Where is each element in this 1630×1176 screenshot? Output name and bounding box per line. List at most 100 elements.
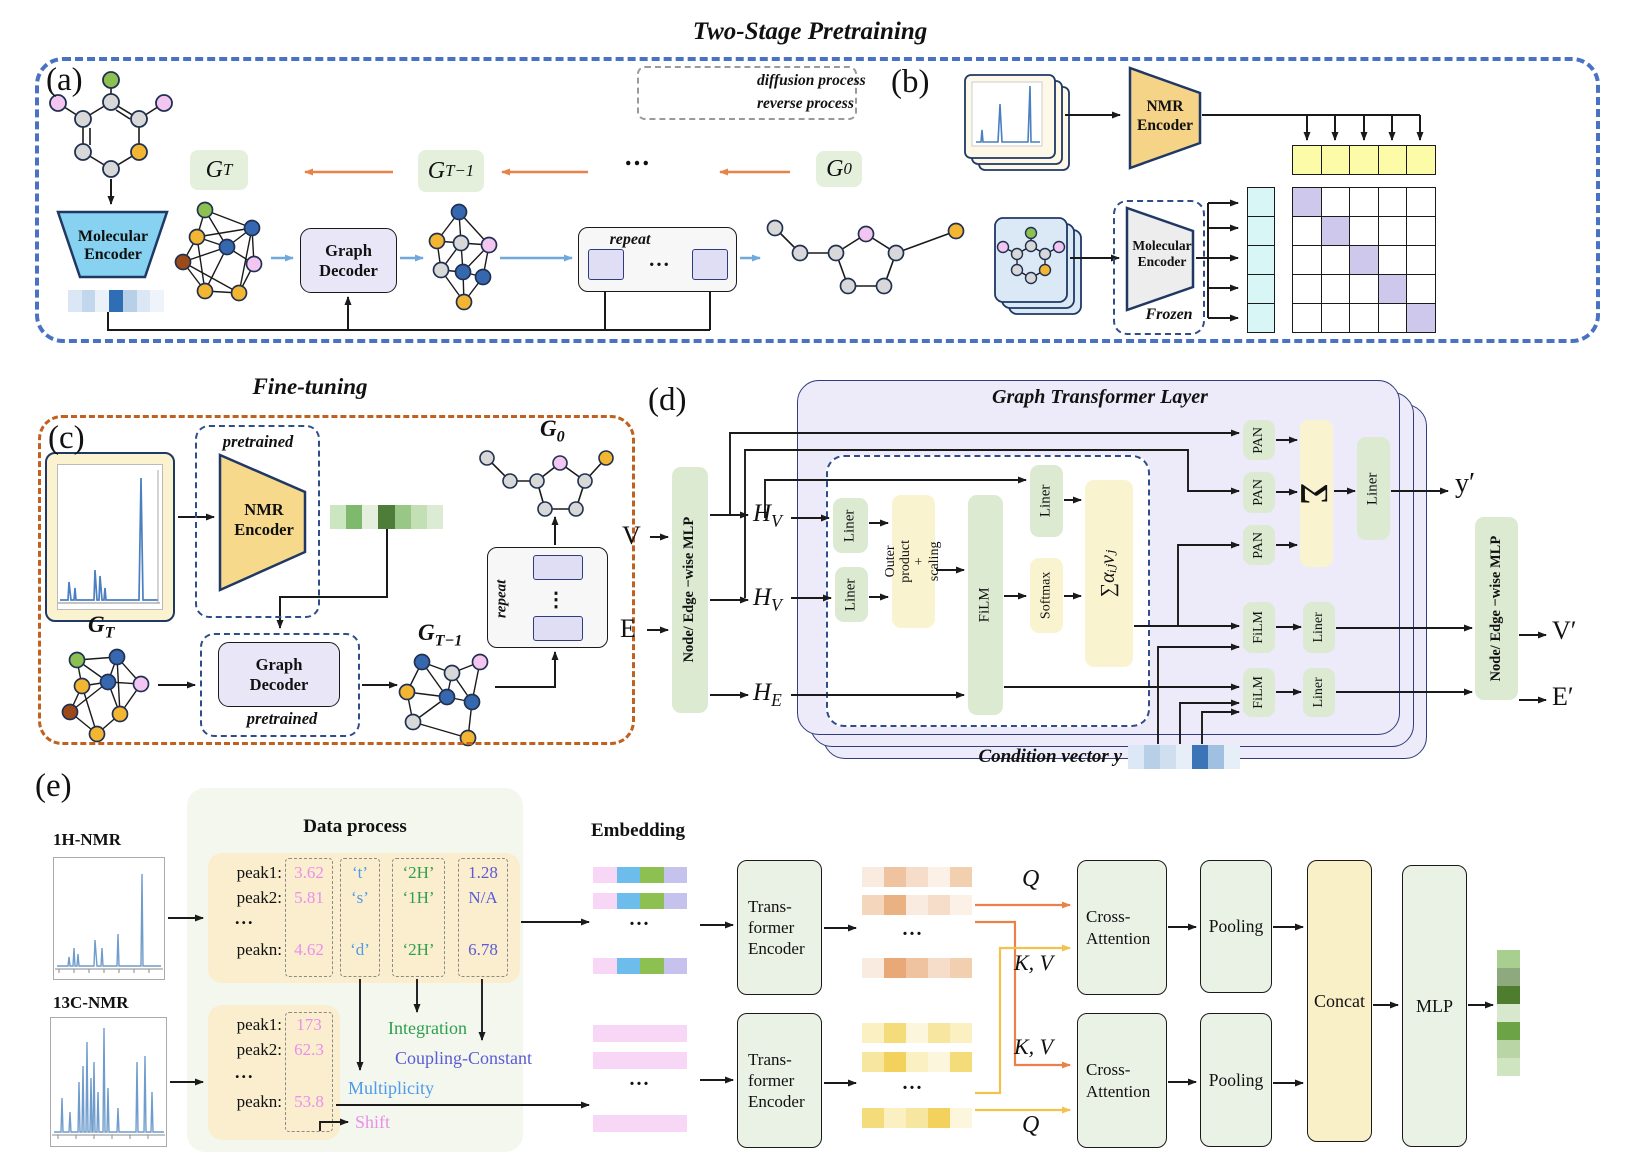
cell bbox=[1247, 274, 1275, 304]
liner-e-box: Liner bbox=[1303, 668, 1335, 717]
cell bbox=[906, 1052, 928, 1072]
cell bbox=[68, 290, 82, 312]
c13-token-row-n bbox=[862, 1108, 972, 1128]
concat-box: Concat bbox=[1307, 860, 1372, 1142]
h1-peakn-integ: ‘2H’ bbox=[402, 940, 435, 959]
matrix-cell bbox=[1349, 216, 1379, 246]
pretrained-encoder-frame-c bbox=[195, 425, 320, 618]
q-top-label: Q bbox=[1022, 866, 1040, 892]
cell bbox=[593, 867, 617, 883]
shift-column-13c bbox=[285, 1012, 333, 1132]
cell bbox=[426, 505, 443, 529]
cell bbox=[593, 958, 617, 974]
cell bbox=[616, 893, 640, 909]
cell bbox=[378, 505, 395, 529]
h1-peak2-coup: N/A bbox=[468, 888, 498, 907]
legend-reverse-label: reverse process bbox=[757, 95, 854, 112]
c13-embedding-bar-1 bbox=[593, 1025, 687, 1042]
h1-nmr-label: 1H-NMR bbox=[53, 830, 121, 849]
h1-peak1-label: peak1: bbox=[236, 863, 282, 882]
cell bbox=[150, 290, 165, 312]
contrastive-matrix-b bbox=[1292, 187, 1436, 333]
nmr-encoder-label-b: NMR Encoder bbox=[1137, 98, 1193, 134]
cell bbox=[906, 867, 928, 887]
h1-peak2-label: peak2: bbox=[236, 888, 282, 907]
cell bbox=[1247, 245, 1275, 275]
pooling-box-2: Pooling bbox=[1200, 1013, 1272, 1147]
repeat-step-box-c2 bbox=[533, 616, 583, 641]
cell bbox=[1320, 145, 1351, 175]
kv-top-label: K, V bbox=[1014, 950, 1054, 975]
h1-token-row-2 bbox=[862, 895, 972, 915]
cell bbox=[616, 958, 640, 974]
c13-embedding-ellipsis: ... bbox=[629, 1068, 651, 1090]
cell bbox=[394, 505, 411, 529]
h1-embedding-bar-1 bbox=[593, 867, 687, 883]
kv-bottom-label: K, V bbox=[1014, 1034, 1054, 1059]
shift-annotation: Shift bbox=[355, 1112, 391, 1132]
softmax-box: Softmax bbox=[1030, 558, 1063, 633]
matrix-cell bbox=[1406, 216, 1436, 246]
cell bbox=[1497, 1004, 1520, 1022]
transformer-encoder-box-1: Trans- former Encoder bbox=[737, 860, 822, 995]
hv1-label: HV bbox=[753, 500, 782, 531]
h1-peakn-shift: 4.62 bbox=[294, 940, 324, 959]
c13-spectrum-plot bbox=[50, 1017, 167, 1147]
matrix-cell bbox=[1320, 187, 1351, 217]
c13-peakn-label: peakn: bbox=[236, 1092, 282, 1111]
cell bbox=[884, 867, 906, 887]
cell bbox=[1224, 745, 1240, 769]
h1-peak2-shift: 5.81 bbox=[294, 888, 324, 907]
mlp-box: MLP bbox=[1402, 865, 1467, 1147]
cell bbox=[906, 958, 928, 978]
cell bbox=[640, 958, 664, 974]
c13-peaks-ellipsis: ... bbox=[235, 1062, 255, 1082]
condition-vector-label: Condition vector y bbox=[978, 746, 1122, 767]
panel-e-label: (e) bbox=[35, 768, 72, 804]
condition-vector-bar bbox=[1128, 745, 1240, 769]
integration-annotation: Integration bbox=[388, 1018, 467, 1038]
cell bbox=[928, 1023, 950, 1043]
c13-token-row-2 bbox=[862, 1052, 972, 1072]
cell bbox=[884, 1052, 906, 1072]
liner-y-box: Liner bbox=[1357, 437, 1390, 540]
cell bbox=[1497, 1058, 1520, 1076]
sum-box: ∑ bbox=[1300, 420, 1333, 567]
cell bbox=[1208, 745, 1224, 769]
matrix-cell bbox=[1349, 274, 1379, 304]
matrix-cell-diagonal bbox=[1292, 187, 1322, 217]
cell bbox=[663, 958, 687, 974]
h1-peakn-coup: 6.78 bbox=[468, 940, 498, 959]
matrix-cell-diagonal bbox=[1349, 245, 1379, 275]
cross-attention-box-1: Cross- Attention bbox=[1077, 860, 1167, 995]
diffusion-ellipsis-a: ... bbox=[624, 140, 652, 171]
cell bbox=[950, 1023, 972, 1043]
h1-peak1-mult: ‘t’ bbox=[351, 863, 369, 882]
c13-peakn-shift: 53.8 bbox=[294, 1092, 324, 1111]
h1-peak1-integ: ‘2H’ bbox=[402, 863, 435, 882]
cell bbox=[1497, 950, 1520, 968]
cell bbox=[1247, 216, 1275, 246]
c13-peaks-box bbox=[208, 1005, 340, 1140]
film-e-box: FiLM bbox=[1243, 668, 1275, 717]
v-input-label: V bbox=[622, 521, 641, 550]
pretrained-decoder-frame-c bbox=[200, 633, 360, 737]
matrix-cell bbox=[1349, 187, 1379, 217]
cell bbox=[1292, 145, 1322, 175]
integration-column-1h bbox=[392, 858, 445, 977]
matrix-cell bbox=[1406, 274, 1436, 304]
h1-peak1-coup: 1.28 bbox=[468, 863, 498, 882]
cell bbox=[928, 867, 950, 887]
nmr-encoder-label-c: NMR Encoder bbox=[234, 500, 294, 539]
legend-diffusion-label: diffusion process bbox=[757, 72, 866, 89]
molecular-encoder-label-a: Molecular Encoder bbox=[77, 227, 149, 263]
pan-box-1: PAN bbox=[1243, 420, 1275, 460]
molecule-embedding-bar-a bbox=[68, 290, 165, 312]
pan-box-3: PAN bbox=[1243, 525, 1275, 565]
h1-peak2-integ: ‘1H’ bbox=[402, 888, 435, 907]
matrix-cell bbox=[1292, 303, 1322, 333]
c13-token-ellipsis: ... bbox=[902, 1072, 924, 1094]
shift-column-1h bbox=[285, 858, 333, 977]
repeat-label-c: repeat bbox=[493, 579, 510, 619]
c13-peak1-shift: 173 bbox=[296, 1015, 322, 1034]
